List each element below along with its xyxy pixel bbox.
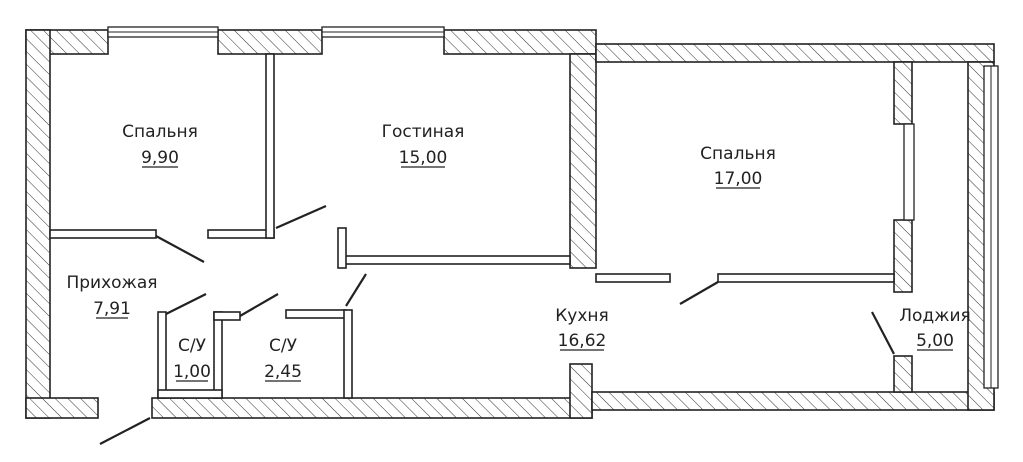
room-area: 5,00	[916, 331, 954, 351]
room-name: Спальня	[122, 122, 198, 142]
room-su-1: С/У 1,00	[173, 336, 211, 382]
room-name: Спальня	[700, 144, 776, 164]
room-area: 9,90	[141, 148, 179, 168]
windows	[107, 26, 999, 389]
room-name: Гостиная	[382, 122, 465, 142]
room-gostinaya: Гостиная 15,00	[382, 122, 465, 168]
room-name: Кухня	[555, 306, 609, 326]
interior-walls	[49, 53, 895, 399]
room-area: 16,62	[558, 331, 607, 351]
room-kukhnya: Кухня 16,62	[555, 306, 609, 351]
room-spalnya-2: Спальня 17,00	[700, 144, 776, 189]
outer-walls	[25, 29, 995, 419]
room-prikhozhaya: Прихожая 7,91	[66, 273, 157, 319]
room-spalnya-1: Спальня 9,90	[122, 122, 198, 168]
room-name: С/У	[178, 336, 207, 356]
room-lodzhiya: Лоджия 5,00	[899, 306, 971, 351]
room-area: 2,45	[264, 362, 302, 382]
room-area: 1,00	[173, 362, 211, 382]
room-name: С/У	[269, 336, 298, 356]
room-area: 7,91	[93, 299, 131, 319]
room-area: 17,00	[714, 169, 763, 189]
doors	[99, 204, 895, 445]
room-su-2: С/У 2,45	[264, 336, 302, 382]
room-name: Прихожая	[66, 273, 157, 293]
room-name: Лоджия	[899, 306, 971, 326]
room-area: 15,00	[399, 148, 448, 168]
